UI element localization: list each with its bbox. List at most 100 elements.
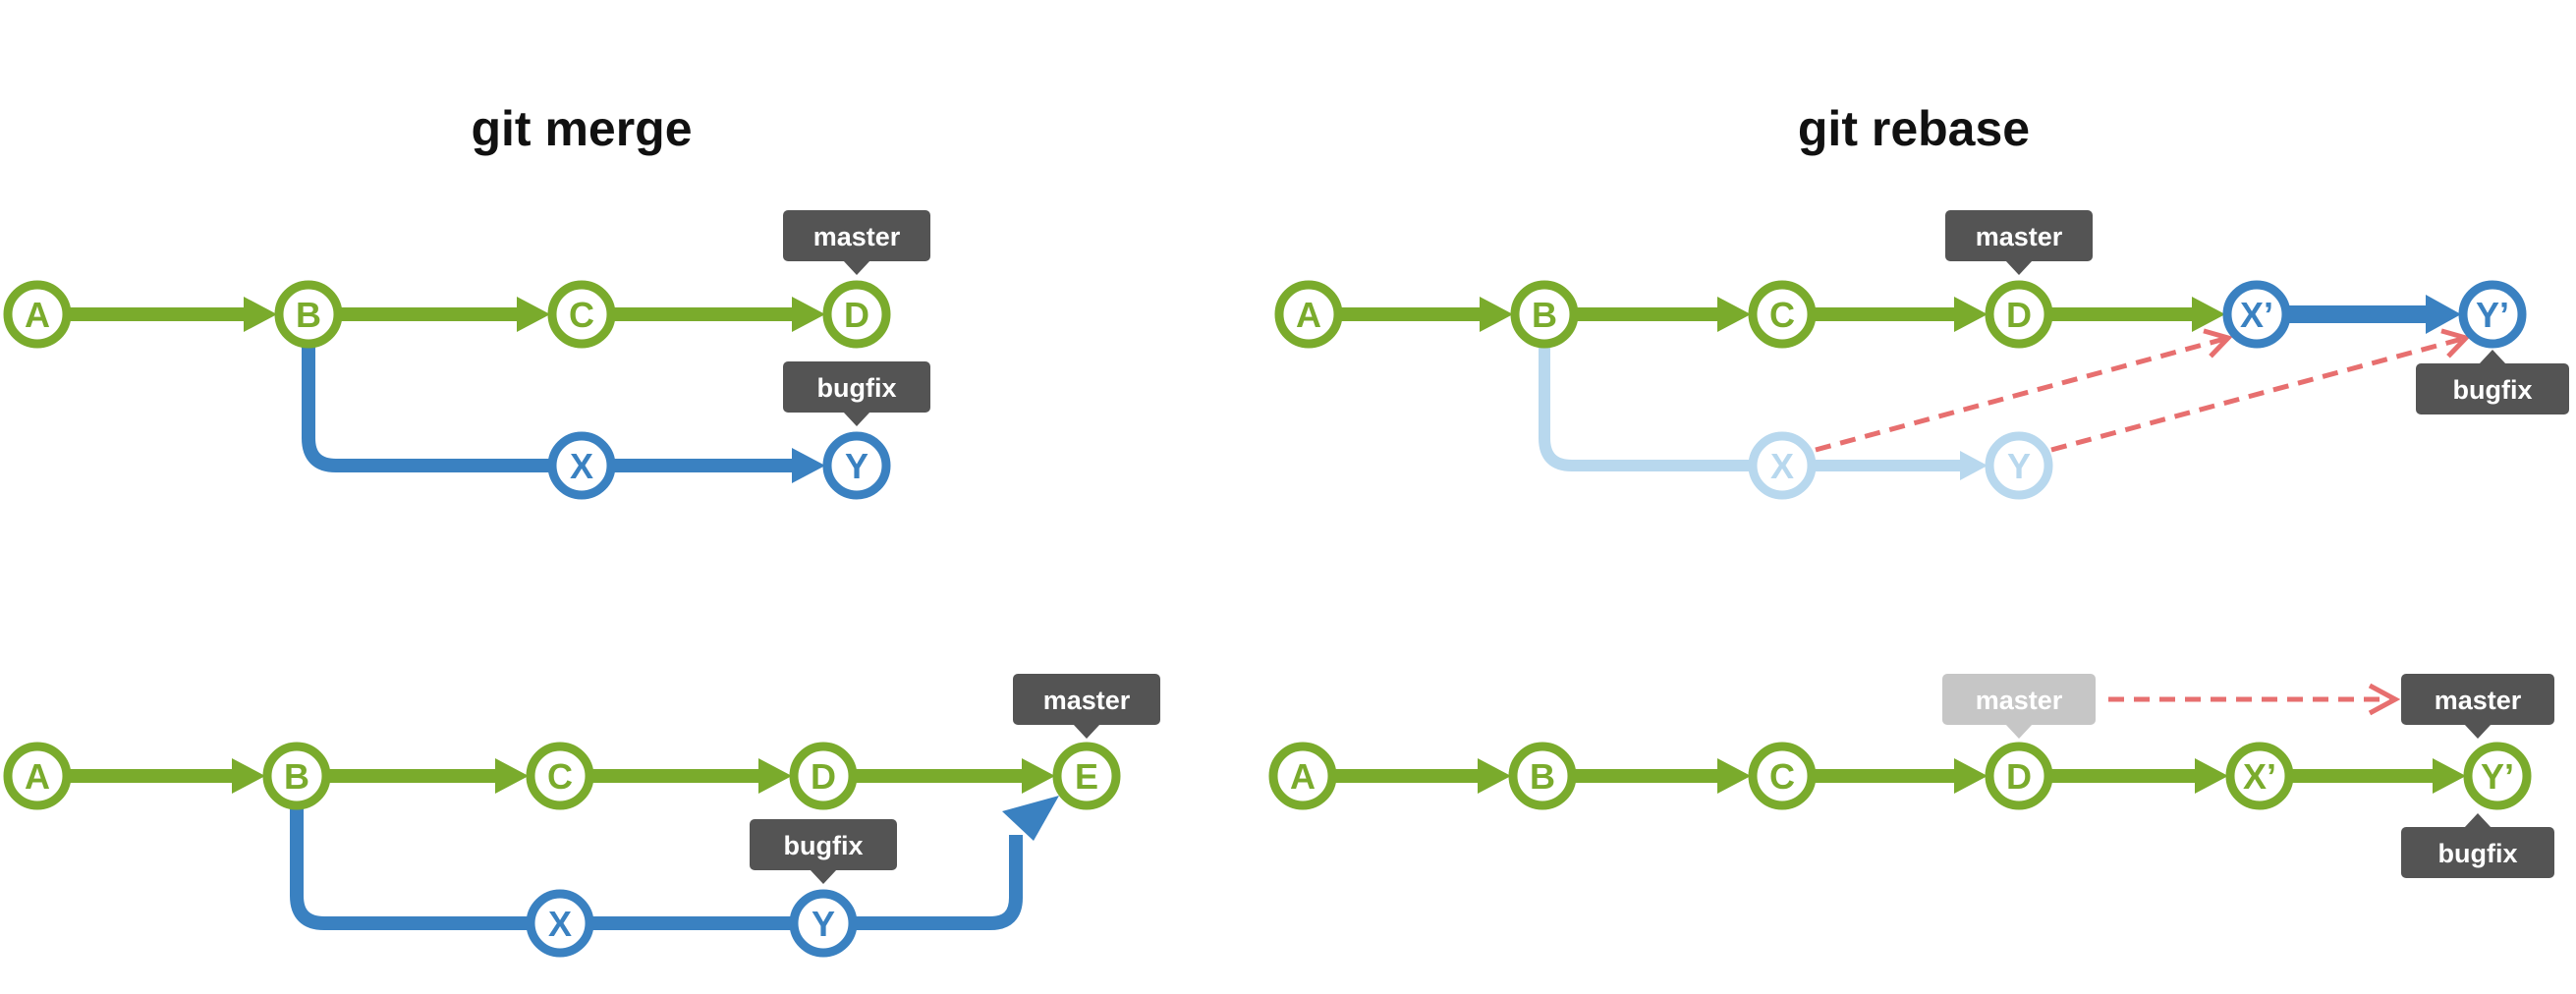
commit-label: C [569,295,594,335]
merge-before-edge-0 [67,297,277,332]
rebase-after-move-master [2108,683,2401,716]
rebase-before-faded-branch [1539,344,1753,471]
rebase-before-edge-0 [1338,297,1513,332]
merge-before-commit-x: X [547,431,616,500]
commit-label: D [2006,295,2032,335]
commit-label: X’ [2243,756,2276,797]
merge-before-commit-1: B [274,280,343,349]
merge-before-edge-x-y [611,448,825,483]
tags-layer: master bugfix master bugfix master bugfix mast… [750,210,2569,884]
rebase-before-edge-x2-y2 [2286,295,2461,334]
merge-after-commit-4: E [1052,742,1121,810]
commit-label: C [1769,295,1795,335]
rebase-before-commit-0: A [1274,280,1343,349]
merge-after-commit-3: D [789,742,858,810]
merge-after-commit-2: C [526,742,594,810]
commit-label: Y [2007,446,2031,486]
tag-label: bugfix [2438,839,2518,868]
merge-after-merge-edge [853,796,1059,930]
rebase-after-edge-1 [1572,758,1751,794]
rebase-before-edge-1 [1574,297,1751,332]
rebase-after-edge-3 [2048,758,2228,794]
commit-label: A [25,756,50,797]
rebase-after-commit-3: D [1985,742,2053,810]
commit-label: A [1290,756,1316,797]
merge-after-branch-edge [290,805,531,930]
merge-after-edge-2 [589,758,792,794]
commit-label: B [284,756,309,797]
rebase-before-move-x [1815,328,2233,453]
rebase-after-edge-2 [1812,758,1988,794]
rebase-after-commit-0: A [1268,742,1337,810]
rebase-after-commit-2: C [1748,742,1817,810]
merge-after-edge-1 [326,758,529,794]
rebase-before-edge-d-x2 [2048,297,2225,332]
rebase-after-master-tag: master [2401,674,2554,739]
rebase-after-commit-4: X’ [2225,742,2294,810]
rebase-before-edge-2 [1812,297,1988,332]
merge-after-commit-x: X [526,889,594,958]
rebase-after-commit-1: B [1508,742,1577,810]
commit-label: D [844,295,869,335]
merge-after-master-tag: master [1013,674,1160,739]
tag-label: master [813,222,901,251]
rebase-before-commit-1: B [1510,280,1579,349]
tag-label: master [1043,686,1131,715]
rebase-before-faded-commit-y: Y [1985,431,2053,500]
commit-label: X [1770,446,1794,486]
tag-label: master [2435,686,2522,715]
edges-layer [67,295,2471,930]
rebase-after-commit-5: Y’ [2463,742,2532,810]
title-git-merge: git merge [471,101,692,156]
title-git-rebase: git rebase [1798,101,2030,156]
tag-label: bugfix [2453,375,2533,405]
merge-after-bugfix-tag: bugfix [750,819,897,884]
rebase-after-old-master-tag: master [1942,674,2096,739]
rebase-after-edge-4 [2289,758,2466,794]
merge-before-commit-2: C [547,280,616,349]
rebase-before-bugfix-tag: bugfix [2416,350,2569,414]
commit-label: X [570,446,593,486]
merge-before-bugfix-tag: bugfix [783,361,930,426]
rebase-before-faded-edge-x-y [1812,451,1988,480]
rebase-before-master-tag: master [1945,210,2093,275]
merge-after-edge-3 [853,758,1055,794]
commit-label: C [547,756,573,797]
merge-before-edge-1 [338,297,550,332]
nodes-layer: A B C D X Y A B C D X Y X’ Y’ A B C D E X Y A B C D X’ Y’ [3,280,2532,958]
merge-before-commit-3: D [822,280,891,349]
commit-label: Y’ [2476,295,2509,335]
commit-label: X [548,904,572,944]
rebase-before-commit-2: C [1748,280,1817,349]
rebase-before-commit-3: D [1985,280,2053,349]
commit-label: B [1532,295,1557,335]
merge-before-branch-edge [302,344,552,472]
rebase-before-faded-commit-x: X [1748,431,1817,500]
rebase-after-bugfix-tag: bugfix [2401,813,2554,878]
commit-label: B [1530,756,1555,797]
rebase-before-commit-x2: X’ [2222,280,2291,349]
merge-after-commit-y: Y [789,889,858,958]
merge-before-edge-2 [611,297,825,332]
merge-before-commit-0: A [3,280,72,349]
commit-label: A [1296,295,1321,335]
commit-label: A [25,295,50,335]
commit-label: E [1075,756,1098,797]
commit-label: X’ [2240,295,2273,335]
rebase-before-move-y [2050,328,2471,453]
commit-label: D [811,756,836,797]
tag-label: bugfix [784,831,864,860]
merge-after-edge-0 [67,758,265,794]
commit-label: B [296,295,321,335]
commit-label: Y [812,904,835,944]
rebase-before-commit-y2: Y’ [2458,280,2527,349]
commit-label: Y [845,446,868,486]
tag-label: master [1976,686,2063,715]
commit-label: C [1769,756,1795,797]
commit-label: D [2006,756,2032,797]
merge-after-commit-1: B [262,742,331,810]
commit-label: Y’ [2481,756,2514,797]
tag-label: bugfix [817,373,897,403]
merge-before-master-tag: master [783,210,930,275]
